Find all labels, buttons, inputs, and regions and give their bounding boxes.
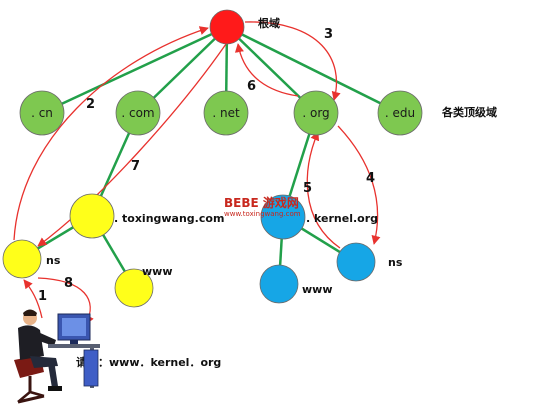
- arrow-step-3: [244, 21, 341, 101]
- label-root: 根域: [258, 16, 280, 30]
- label-query: 请求：www．kernel．org: [76, 355, 221, 369]
- step-number-8: 8: [64, 276, 73, 291]
- root-node: [209, 9, 245, 45]
- node-kernel: [260, 194, 306, 240]
- step-number-7: 7: [131, 159, 140, 174]
- arrow-step-2: [13, 26, 209, 241]
- node-www-left: [114, 268, 154, 308]
- arrow-step-4: [337, 125, 381, 245]
- watermark-title: BEBE 游戏网: [224, 195, 299, 210]
- step-number-2: 2: [86, 97, 95, 112]
- label-edu: . edu: [385, 106, 415, 120]
- label-www-right: www: [302, 283, 333, 296]
- tld-node-edu: [377, 90, 423, 136]
- tld-node-org: [293, 90, 339, 136]
- watermark: BEBE 游戏网 www.toxingwang.com: [224, 195, 301, 218]
- step-number-5: 5: [303, 181, 312, 196]
- node-ns-left: [2, 239, 42, 279]
- edge-root-edu: [226, 25, 401, 115]
- arrow-step-7: [37, 43, 227, 247]
- step-number-1: 1: [38, 289, 47, 304]
- node-ns-right: [336, 242, 376, 282]
- watermark-url: www.toxingwang.com: [224, 210, 301, 218]
- node-labels: . cn . com . net . org . edu . toxingwan…: [31, 16, 497, 369]
- tld-node-net: [203, 90, 249, 136]
- label-tld-side: 各类顶级域: [441, 105, 497, 119]
- user-at-computer-icon: [14, 309, 100, 404]
- label-kernel: . kernel.org: [306, 212, 378, 225]
- step-numbers: 1 2 3 4 5 6 7 8: [38, 27, 375, 304]
- arrow-step-1: [23, 279, 43, 319]
- label-org: . org: [302, 106, 329, 120]
- label-cn: . cn: [31, 106, 53, 120]
- label-com: . com: [121, 106, 154, 120]
- node-toxingwang: [69, 193, 115, 239]
- arrow-step-6: [234, 43, 299, 97]
- nodes: [2, 9, 423, 308]
- edge-root-cn: [41, 25, 228, 115]
- arrow-step-5: [306, 131, 341, 249]
- tld-node-com: [115, 90, 161, 136]
- step-number-4: 4: [366, 171, 375, 186]
- label-ns-left: ns: [46, 254, 61, 267]
- tld-node-cn: [19, 90, 65, 136]
- label-net: . net: [212, 106, 240, 120]
- step-number-3: 3: [324, 27, 333, 42]
- step-number-6: 6: [247, 79, 256, 94]
- label-toxingwang: . toxingwang.com: [114, 212, 224, 225]
- node-www-right: [259, 264, 299, 304]
- label-www-left: www: [142, 265, 173, 278]
- label-ns-right: ns: [388, 256, 403, 269]
- query-arrows: [13, 21, 381, 325]
